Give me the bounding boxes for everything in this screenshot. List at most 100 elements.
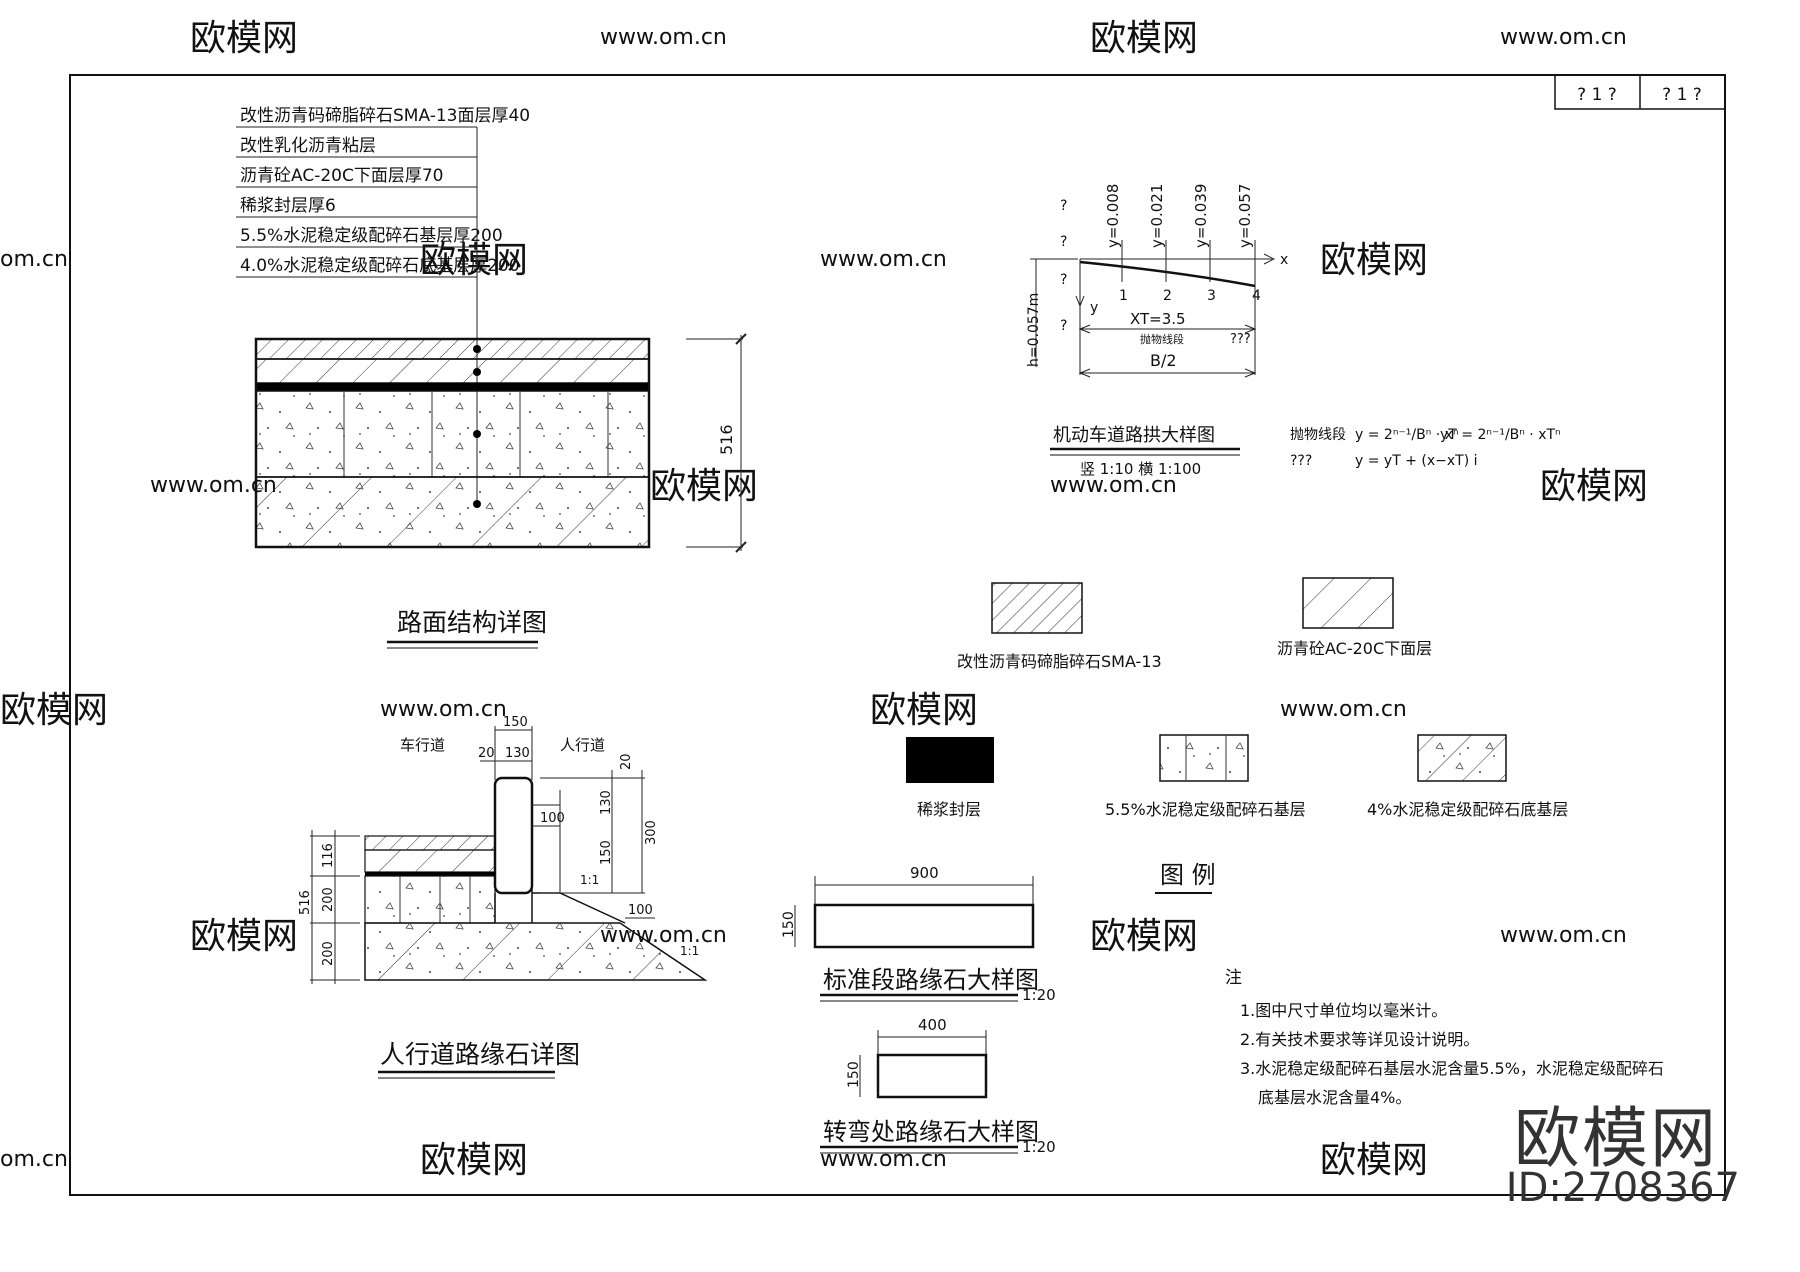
scale-label: 1:20 [1022, 986, 1056, 1004]
crown-title: 机动车道路拱大样图 [1053, 425, 1215, 446]
svg-text:欧模网: 欧模网 [1090, 18, 1198, 59]
parabola-segment-label: 抛物线段 [1140, 332, 1184, 346]
watermark-site: www.om.cn [600, 25, 727, 50]
slope-label: 1:1 [680, 944, 699, 958]
svg-text:欧模网: 欧模网 [190, 916, 298, 957]
title-block-cell: ? 1 ? [1577, 85, 1617, 105]
turn-curb-title: 转弯处路缘石大样图 [823, 1118, 1039, 1146]
watermark-brand: 欧模网 [190, 916, 298, 957]
svg-text:www.om.cn: www.om.cn [1500, 25, 1627, 50]
svg-text:欧模网: 欧模网 [1540, 466, 1648, 507]
svg-text:欧模网: 欧模网 [1090, 916, 1198, 957]
dimension-label: 100 [540, 811, 565, 826]
crown-height-label: h=0.057m [1026, 293, 1042, 367]
legend-title: 图 例 [1160, 861, 1216, 889]
svg-text:欧模网: 欧模网 [1320, 240, 1428, 281]
dimension-label: 200 [321, 887, 336, 912]
legend-label: 4%水泥稳定级配碎石底基层 [1367, 800, 1568, 819]
watermark-site: om.cn [0, 1147, 68, 1172]
curb-stone [493, 776, 534, 895]
turning-curb-detail: 400 150 转弯处路缘石大样图 1:20 [820, 1016, 1056, 1156]
dimension-label: 20 [478, 746, 495, 761]
formula: y = 2ⁿ⁻¹/Bⁿ · xⁿ [1355, 427, 1459, 443]
label-sidewalk: 人行道 [560, 736, 605, 754]
note-item: 1.图中尺寸单位均以毫米计。 [1240, 1001, 1447, 1020]
point-label: 4 [1252, 288, 1261, 304]
watermark-site: www.om.cn [380, 697, 507, 722]
legend-label: 稀浆封层 [917, 800, 981, 819]
watermark-site: www.om.cn [1050, 473, 1177, 498]
axis-y-label: y [1090, 300, 1098, 316]
notes: 注 1.图中尺寸单位均以毫米计。 2.有关技术要求等详见设计说明。 3.水泥稳定… [1225, 968, 1664, 1107]
pavement-layer-label: 改性乳化沥青粘层 [240, 136, 376, 156]
dimension-label: 100 [628, 903, 653, 918]
ordinate-label: y=0.057 [1236, 184, 1254, 248]
watermark-site: om.cn [0, 247, 68, 272]
svg-text:www.om.cn: www.om.cn [820, 247, 947, 272]
dimension-label: 150 [781, 911, 797, 938]
curb-title: 人行道路缘石详图 [380, 1040, 580, 1069]
point-label: 2 [1163, 288, 1172, 304]
svg-text:www.om.cn: www.om.cn [1280, 697, 1407, 722]
watermark-brand: 欧模网 [1540, 466, 1648, 507]
legend-label: 5.5%水泥稳定级配碎石基层 [1105, 800, 1306, 819]
axis-x-label: x [1280, 252, 1288, 268]
curb-stone-standard [813, 903, 1035, 949]
formula-label: ??? [1290, 453, 1312, 469]
point-label: 3 [1207, 288, 1216, 304]
svg-text:欧模网: 欧模网 [1320, 1140, 1428, 1181]
svg-text:www.om.cn: www.om.cn [1500, 923, 1627, 948]
formula: yT = 2ⁿ⁻¹/Bⁿ · xTⁿ [1440, 427, 1561, 443]
svg-text:欧模网: 欧模网 [870, 690, 978, 731]
svg-text:www.om.cn: www.om.cn [380, 697, 507, 722]
legend-swatch-ac20c [1302, 577, 1394, 629]
svg-text:om.cn: om.cn [0, 247, 68, 272]
half-width-label: B/2 [1150, 351, 1177, 370]
legend: 改性沥青码碲脂碎石SMA-13 沥青砼AC-20C下面层 稀浆封层 5.5%水泥… [906, 577, 1568, 894]
dimension-label: 516 [298, 890, 313, 915]
title-block-cell: ? 1 ? [1662, 85, 1702, 105]
dimension-label: 300 [644, 820, 659, 845]
pavement-layer-label: 5.5%水泥稳定级配碎石基层厚200 [240, 226, 503, 246]
watermark-site: www.om.cn [820, 1147, 947, 1172]
watermark-brand: 欧模网 [420, 1140, 528, 1181]
legend-swatch-slurry-seal [906, 737, 994, 783]
ordinate-label: y=0.008 [1104, 184, 1122, 248]
watermark-brand: 欧模网 [650, 466, 758, 507]
pavement-layer-label: 4.0%水泥稳定级配碎石底基层厚200 [240, 256, 520, 276]
dimension-label: 20 [619, 753, 634, 770]
std-curb-title: 标准段路缘石大样图 [823, 966, 1039, 994]
pavement-structure-detail: 改性沥青码碲脂碎石SMA-13面层厚40 改性乳化沥青粘层 沥青砼AC-20C下… [236, 106, 747, 649]
legend-swatch-sma13 [991, 582, 1083, 634]
formula: y = yT + (x−xT) i [1355, 453, 1478, 469]
legend-label: 改性沥青码碲脂碎石SMA-13 [957, 652, 1162, 671]
unknown-mark: ? [1060, 198, 1067, 214]
dimension-label: 900 [910, 864, 939, 882]
dimension-label: 150 [846, 1061, 862, 1088]
note-item: 2.有关技术要求等详见设计说明。 [1240, 1030, 1479, 1049]
road-crown-detail: x y y=0.008 y=0.021 y=0.039 y=0.057 1 2 … [1026, 184, 1561, 478]
svg-text:欧模网: 欧模网 [420, 1140, 528, 1181]
dimension-label: 200 [321, 941, 336, 966]
pavement-layer-label: 稀浆封层厚6 [240, 196, 336, 216]
watermark-brand: 欧模网 [870, 690, 978, 731]
dimension-label: 400 [918, 1016, 947, 1034]
unknown-segment-label: ??? [1230, 332, 1251, 347]
legend-swatch-base [1159, 734, 1249, 782]
legend-label: 沥青砼AC-20C下面层 [1277, 639, 1432, 658]
svg-text:欧模网: 欧模网 [0, 690, 108, 731]
watermark-site: www.om.cn [1500, 923, 1627, 948]
svg-text:欧模网: 欧模网 [650, 466, 758, 507]
dimension-label: 116 [321, 843, 336, 868]
unknown-mark: ? [1060, 234, 1067, 250]
ordinate-label: y=0.039 [1192, 184, 1210, 248]
formula-label: 抛物线段 [1290, 427, 1346, 443]
note-item: 底基层水泥含量4%。 [1258, 1088, 1411, 1107]
watermark-site: www.om.cn [1280, 697, 1407, 722]
asset-id: ID:2708367 [1505, 1165, 1740, 1211]
svg-text:欧模网: 欧模网 [190, 18, 298, 59]
crown-curve [1079, 260, 1256, 288]
curb-stone-turning [876, 1053, 988, 1099]
ordinate-label: y=0.021 [1148, 184, 1166, 248]
slope-label: 1:1 [580, 873, 599, 887]
